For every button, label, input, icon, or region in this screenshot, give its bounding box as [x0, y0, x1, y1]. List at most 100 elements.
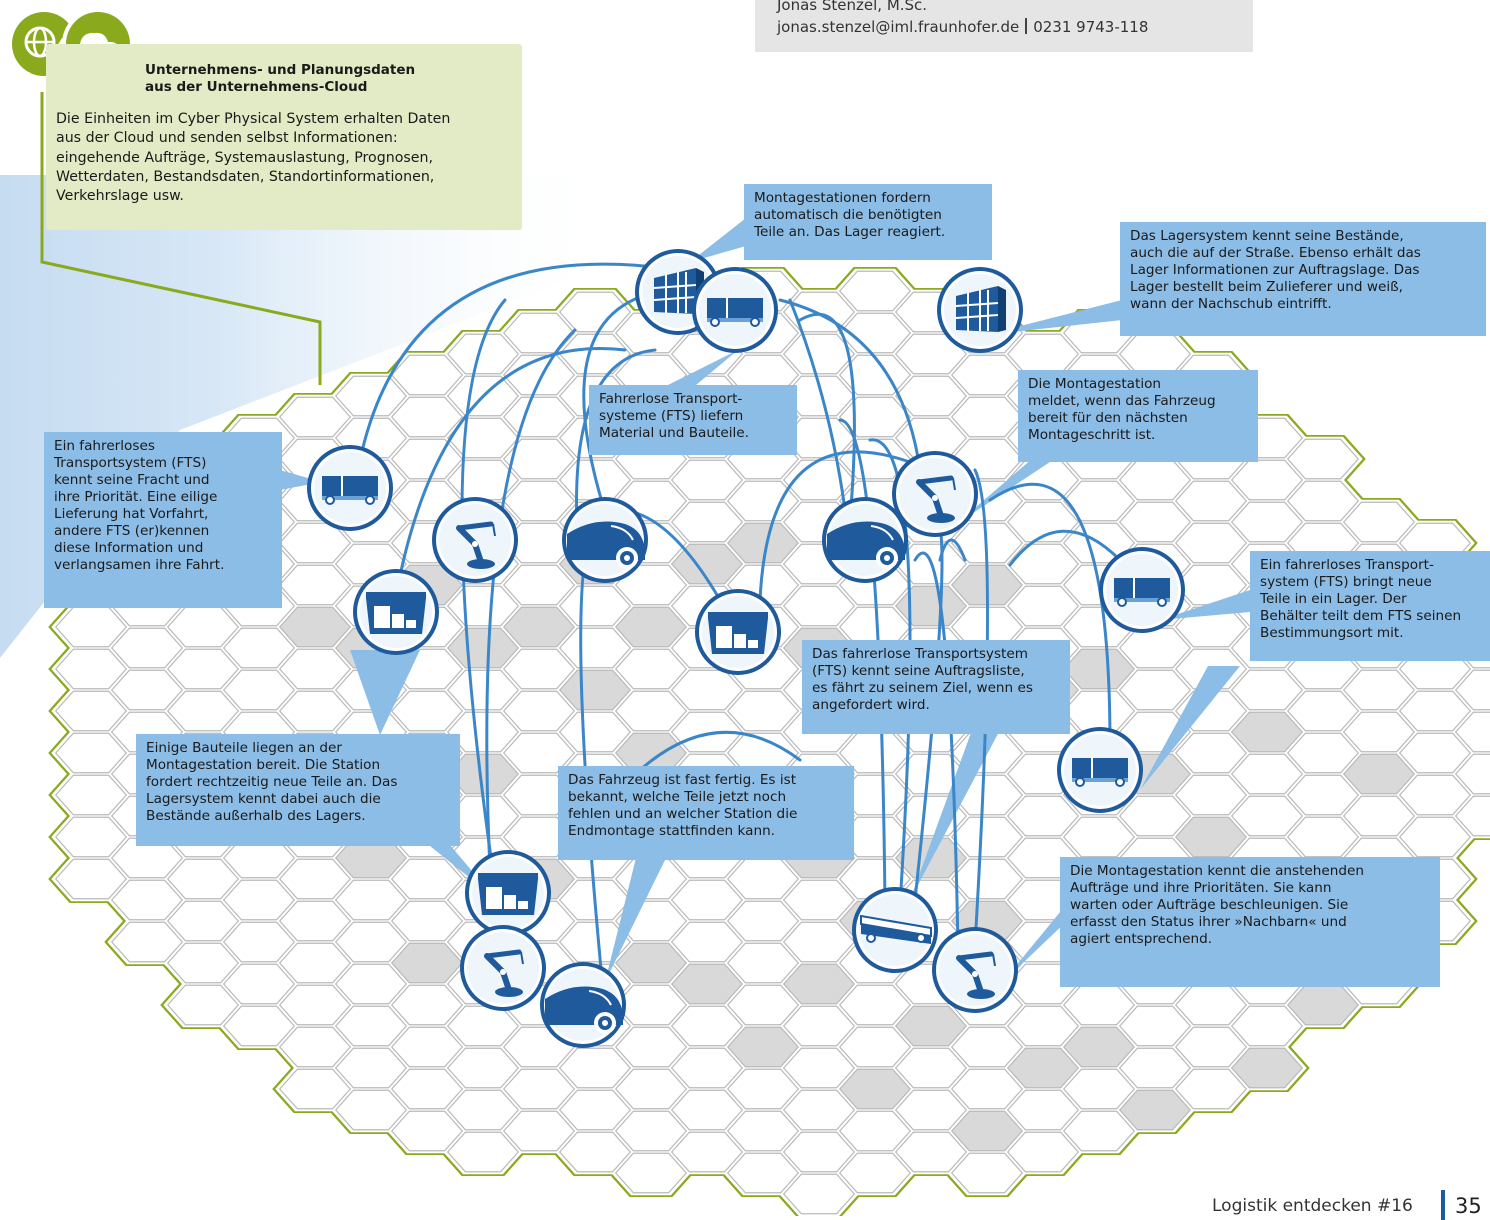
node-container-icon [465, 850, 551, 936]
hex-cell [278, 396, 352, 438]
hex-cell [222, 627, 296, 669]
callout-line: verlangsamen ihre Fahrt. [54, 557, 225, 573]
hex-cell [670, 501, 744, 543]
hex-cell [950, 1068, 1024, 1110]
hex-cell [1062, 1026, 1136, 1068]
hex-cell [1230, 711, 1304, 753]
hex-cell [502, 312, 576, 354]
hex-cell [614, 942, 688, 984]
callout-bauteile: Einige Bauteile liegen an der Montagesta… [136, 734, 460, 846]
hex-cell [614, 984, 688, 1026]
robot-arm-icon [456, 521, 496, 569]
node-robot-arm-icon [932, 927, 1018, 1013]
callout-line: Material und Bauteile. [599, 425, 749, 441]
hex-cell [1006, 795, 1080, 837]
callout-line: Ein fahrerloses [54, 438, 155, 454]
node-robot-arm-icon [460, 925, 546, 1011]
hex-cell [278, 606, 352, 648]
hex-cell [502, 1068, 576, 1110]
connection-line [788, 298, 847, 512]
hex-cell [726, 1026, 800, 1068]
hex-cell [838, 1110, 912, 1152]
hex-cell [614, 1026, 688, 1068]
hex-cell [1342, 501, 1416, 543]
hex-cell [558, 1047, 632, 1089]
node-car-icon [562, 497, 648, 583]
hex-cell [278, 900, 352, 942]
hex-cell [726, 1110, 800, 1152]
callout-montage-prio: Die Montagestation kennt die anstehenden… [1060, 857, 1440, 987]
callout-fts-lager: Ein fahrerloses Transport- system (FTS) … [1250, 551, 1490, 661]
hex-cell [1118, 1089, 1192, 1131]
hex-cell [670, 1131, 744, 1173]
page-number: 35 [1455, 1194, 1482, 1218]
hex-cell [670, 711, 744, 753]
callout-line: Fahrerlose Transport- [599, 391, 743, 407]
hex-cell [110, 921, 184, 963]
node-shelf-icon [635, 249, 721, 335]
hex-cell [110, 879, 184, 921]
hex-cell [1230, 669, 1304, 711]
hex-cell [446, 711, 520, 753]
node-container-icon [695, 589, 781, 675]
hex-cell [1174, 522, 1248, 564]
hex-cell [334, 1089, 408, 1131]
hex-cell [558, 291, 632, 333]
hex-cell [54, 690, 128, 732]
cloud-text-line: Wetterdaten, Bestandsdaten, Standortinfo… [56, 168, 435, 185]
hex-cell [222, 879, 296, 921]
connection-line [1008, 529, 1122, 567]
hex-cell [1230, 1005, 1304, 1047]
hex-cell [1174, 732, 1248, 774]
node-robot-arm-icon [892, 451, 978, 537]
robot-arm-icon [484, 949, 524, 997]
hex-cell [278, 858, 352, 900]
hex-cell [726, 900, 800, 942]
hex-cell [782, 1131, 856, 1173]
hex-cell [1062, 1068, 1136, 1110]
hex-cell [390, 900, 464, 942]
hex-cell [950, 816, 1024, 858]
hex-cell [558, 1131, 632, 1173]
car-icon [567, 521, 645, 569]
hex-cell [726, 1068, 800, 1110]
hex-cell [334, 963, 408, 1005]
callout-line: Bestimmungsort mit. [1260, 625, 1404, 641]
callout-line: automatisch die benötigten [754, 207, 942, 223]
hex-cell [446, 753, 520, 795]
hex-cell [110, 627, 184, 669]
hex-cell [670, 1005, 744, 1047]
hex-cell [838, 1026, 912, 1068]
callout-line: Behälter teilt dem FTS seinen [1260, 608, 1462, 624]
node-fts-flat-icon [852, 887, 938, 973]
hex-cell [838, 816, 912, 858]
hex-cell [1062, 1110, 1136, 1152]
hex-cell [1174, 564, 1248, 606]
hex-cell [334, 375, 408, 417]
fts-flat-icon [860, 914, 932, 944]
robot-arm-icon [956, 951, 996, 999]
callout-line: warten oder Aufträge beschleunigen. Sie [1070, 897, 1349, 913]
hex-cell [614, 1152, 688, 1194]
cloud-info-box [46, 44, 522, 230]
hex-cell [614, 1068, 688, 1110]
hex-cell [166, 690, 240, 732]
hex-cell [390, 858, 464, 900]
connection-line [778, 298, 922, 472]
hex-cell [1342, 669, 1416, 711]
hex-cell [278, 942, 352, 984]
hex-cell [1286, 816, 1360, 858]
hex-cell [1006, 1131, 1080, 1173]
hex-cell [1342, 711, 1416, 753]
callout-line: bekannt, welche Teile jetzt noch [568, 789, 787, 805]
hex-cell [614, 1110, 688, 1152]
hex-cell [558, 669, 632, 711]
hex-cell [782, 879, 856, 921]
hex-cell [502, 480, 576, 522]
cloud-text-line: eingehende Aufträge, Systemauslastung, P… [56, 149, 434, 166]
hex-cell [278, 690, 352, 732]
hex-cell [726, 690, 800, 732]
callout-line: fordert rechtzeitig neue Teile an. Das [146, 774, 398, 790]
container-icon [366, 592, 426, 634]
contact-email[interactable]: jonas.stenzel@iml.fraunhofer.de [777, 18, 1020, 36]
